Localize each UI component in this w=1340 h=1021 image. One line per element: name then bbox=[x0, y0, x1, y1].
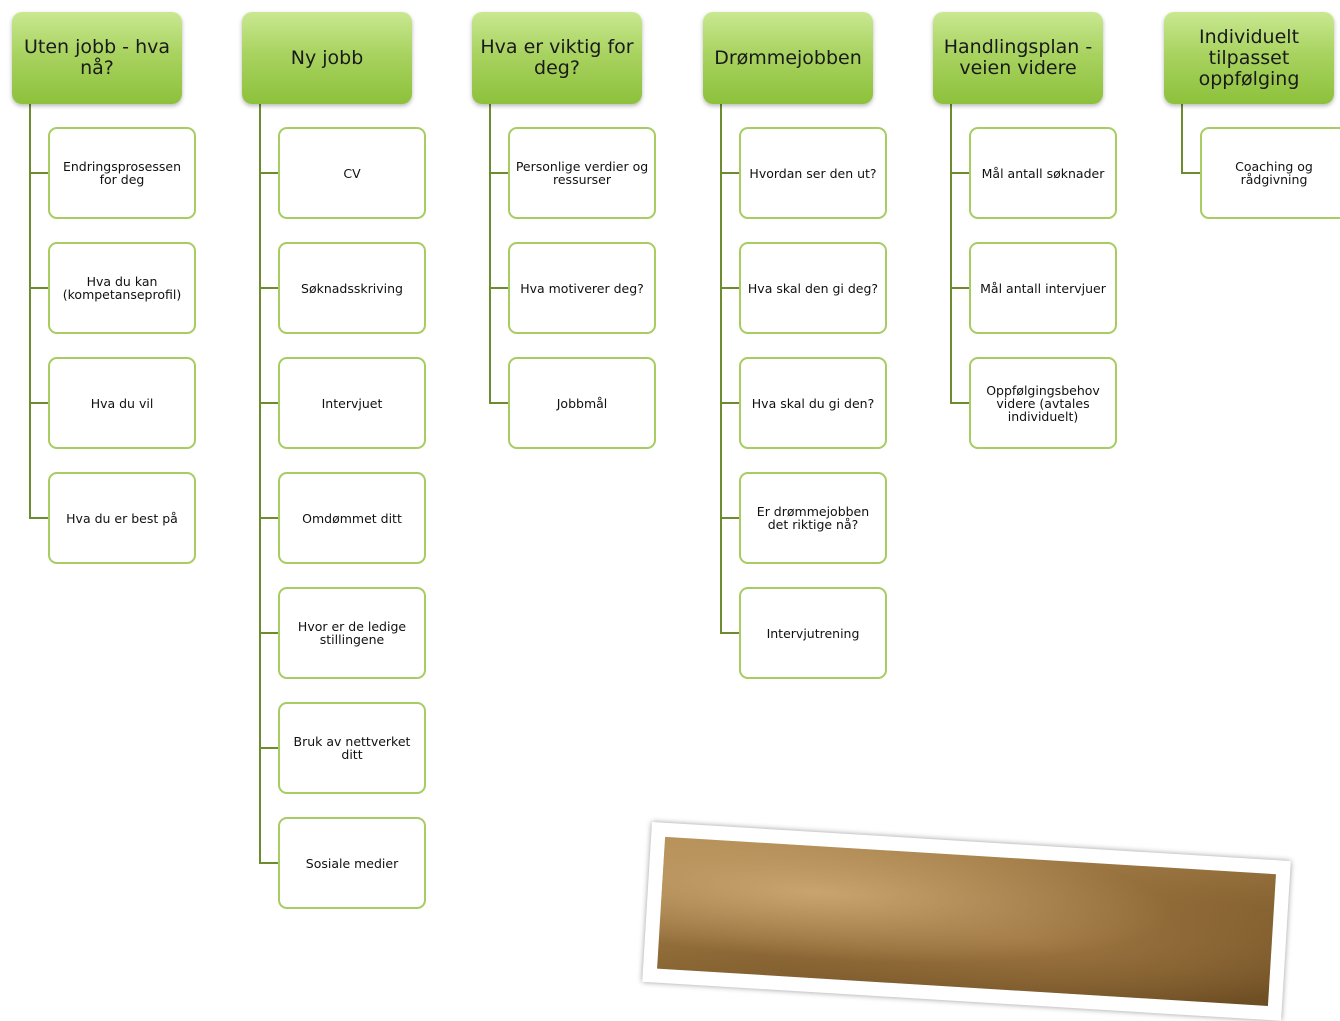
child-node: Hva du vil bbox=[48, 357, 196, 449]
connector-branch bbox=[259, 517, 279, 519]
column-3: Hva er viktig for deg? Personlige verdier… bbox=[460, 0, 700, 907]
child-node: Hva du er best på bbox=[48, 472, 196, 564]
connector-branch bbox=[950, 287, 970, 289]
column-header: Handlingsplan - veien videre bbox=[933, 12, 1103, 104]
child-node: Omdømmet ditt bbox=[278, 472, 426, 564]
connector-line bbox=[720, 104, 722, 634]
connector-branch bbox=[259, 747, 279, 749]
child-node: Hvor er de ledige stillingene bbox=[278, 587, 426, 679]
child-node: Intervjutrening bbox=[739, 587, 887, 679]
connector-branch bbox=[489, 287, 509, 289]
connector-branch bbox=[720, 172, 740, 174]
column-header: Individuelt tilpasset oppfølging bbox=[1164, 12, 1334, 104]
connector-line bbox=[29, 104, 31, 519]
connector-branch bbox=[489, 402, 509, 404]
connector-line bbox=[1181, 104, 1183, 174]
child-node: Mål antall søknader bbox=[969, 127, 1117, 219]
hierarchy-diagram: Uten jobb - hva nå? Endringsprosessen for… bbox=[0, 0, 1340, 909]
photo-image bbox=[657, 836, 1276, 1006]
child-node: Jobbmål bbox=[508, 357, 656, 449]
connector-line bbox=[259, 104, 261, 864]
child-node: Bruk av nettverket ditt bbox=[278, 702, 426, 794]
connector-branch bbox=[720, 402, 740, 404]
connector-branch bbox=[720, 517, 740, 519]
connector-branch bbox=[720, 287, 740, 289]
connector-branch bbox=[950, 172, 970, 174]
connector-branch bbox=[259, 862, 279, 864]
connector-line bbox=[489, 104, 491, 404]
connector-branch bbox=[29, 402, 49, 404]
column-header: Hva er viktig for deg? bbox=[472, 12, 642, 104]
connector-branch bbox=[29, 172, 49, 174]
connector-branch bbox=[259, 172, 279, 174]
connector-branch bbox=[720, 632, 740, 634]
child-node: Hva motiverer deg? bbox=[508, 242, 656, 334]
connector-branch bbox=[29, 517, 49, 519]
child-node: Endringsprosessen for deg bbox=[48, 127, 196, 219]
connector-branch bbox=[259, 632, 279, 634]
connector-branch bbox=[489, 172, 509, 174]
child-node: Søknadsskriving bbox=[278, 242, 426, 334]
child-node: Oppfølgingsbehov videre (avtales individ… bbox=[969, 357, 1117, 449]
connector-branch bbox=[29, 287, 49, 289]
column-1: Uten jobb - hva nå? Endringsprosessen for… bbox=[0, 0, 240, 907]
child-node: Sosiale medier bbox=[278, 817, 426, 909]
column-header: Uten jobb - hva nå? bbox=[12, 12, 182, 104]
connector-branch bbox=[259, 287, 279, 289]
connector-branch bbox=[1181, 172, 1201, 174]
child-node: Er drømmejobben det riktige nå? bbox=[739, 472, 887, 564]
child-node: Hva skal du gi den? bbox=[739, 357, 887, 449]
child-node: Coaching og rådgivning bbox=[1200, 127, 1340, 219]
column-header: Drømmejobben bbox=[703, 12, 873, 104]
connector-branch bbox=[950, 402, 970, 404]
connector-line bbox=[950, 104, 952, 404]
child-node: CV bbox=[278, 127, 426, 219]
column-header: Ny jobb bbox=[242, 12, 412, 104]
connector-branch bbox=[259, 402, 279, 404]
child-node: Hva skal den gi deg? bbox=[739, 242, 887, 334]
child-node: Intervjuet bbox=[278, 357, 426, 449]
child-node: Hvordan ser den ut? bbox=[739, 127, 887, 219]
child-node: Personlige verdier og ressurser bbox=[508, 127, 656, 219]
child-node: Mål antall intervjuer bbox=[969, 242, 1117, 334]
child-node: Hva du kan (kompetanseprofil) bbox=[48, 242, 196, 334]
